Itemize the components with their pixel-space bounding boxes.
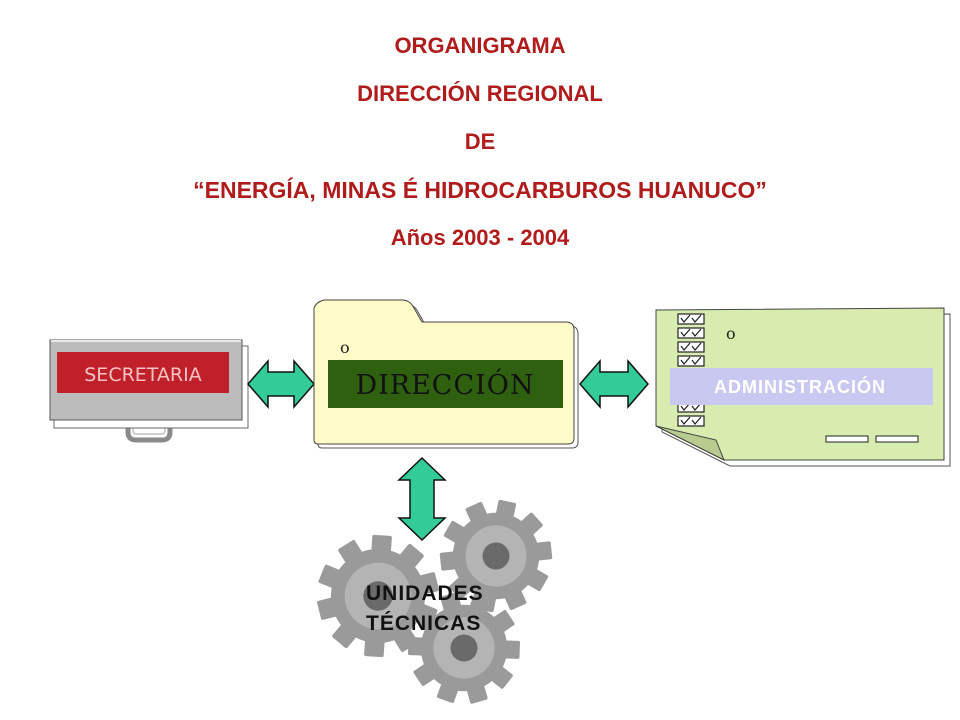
- direccion-label-box: [328, 360, 563, 408]
- arrow-direccion-unidades: [397, 456, 447, 542]
- arrow-direccion-administracion: [579, 358, 649, 410]
- administracion-label-box: [670, 368, 933, 405]
- checkbox-list: [677, 313, 705, 427]
- direccion-node: o DIRECCIÓN: [313, 299, 579, 449]
- title-line-5: Años 2003 - 2004: [390, 225, 570, 250]
- secretaria-node: SECRETARIA: [49, 339, 249, 443]
- chart-title: ORGANIGRAMA DIRECCIÓN REGIONAL DE “ENERG…: [0, 22, 960, 262]
- title-line-1: ORGANIGRAMA: [394, 33, 566, 58]
- secretaria-label: SECRETARIA: [84, 364, 201, 386]
- administracion-node: o ADMINISTRACIÓN: [655, 307, 951, 467]
- unidades-label-line1: UNIDADES: [366, 582, 484, 605]
- administracion-label: ADMINISTRACIÓN: [714, 376, 886, 397]
- arrow-secretaria-direccion: [247, 358, 315, 410]
- title-line-2: DIRECCIÓN REGIONAL: [357, 81, 603, 106]
- folder-mark: o: [340, 338, 350, 357]
- direccion-label: DIRECCIÓN: [355, 367, 534, 401]
- title-line-3: DE: [464, 129, 496, 154]
- unidades-label-line2: TÉCNICAS: [366, 612, 481, 635]
- document-mark: o: [726, 324, 736, 343]
- title-line-4: “ENERGÍA, MINAS É HIDROCARBUROS HUANUCO”: [193, 177, 767, 203]
- secretaria-label-box: [57, 352, 229, 393]
